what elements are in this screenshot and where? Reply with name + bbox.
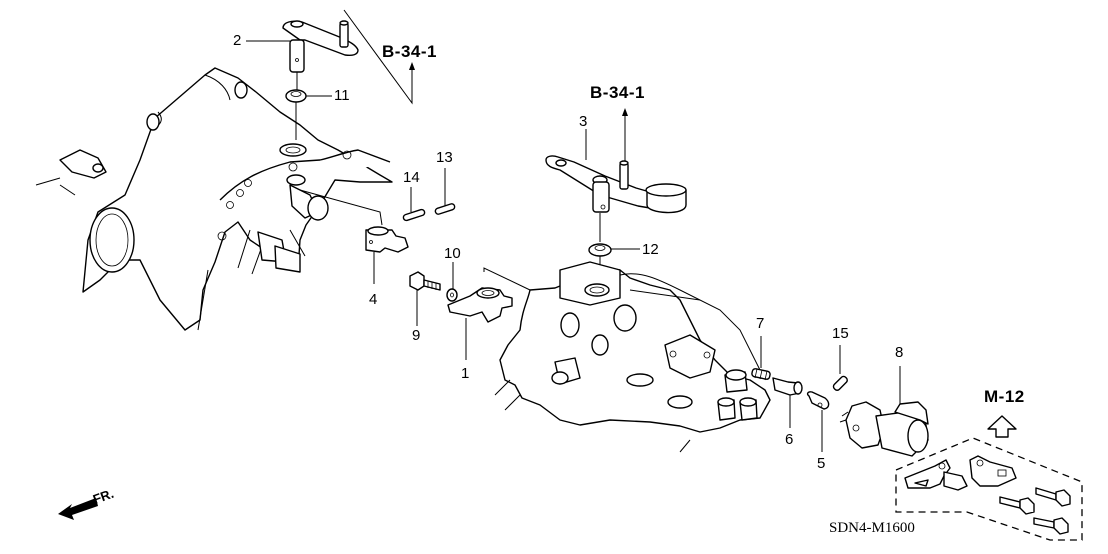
callout-10: 10 xyxy=(444,245,461,262)
diagram-code: SDN4-M1600 xyxy=(829,520,915,536)
part-12-oil-seal[interactable] xyxy=(588,243,612,257)
reference-label-b34-mid[interactable]: B-34-1 xyxy=(590,83,645,102)
reference-label-b34-top[interactable]: B-34-1 xyxy=(382,42,437,61)
callout-11: 11 xyxy=(334,87,350,104)
bracket-kit-box xyxy=(895,437,1083,541)
part-14-spring-pin[interactable] xyxy=(402,208,426,222)
callout-8: 8 xyxy=(895,344,904,361)
part-6-plunger[interactable] xyxy=(772,377,803,396)
part-9-bolt[interactable] xyxy=(409,271,441,291)
callout-14: 14 xyxy=(403,169,420,186)
transmission-case-housing xyxy=(35,67,393,331)
part-1-shift-lever-bracket[interactable] xyxy=(447,287,513,323)
callout-2: 2 xyxy=(233,32,242,49)
part-7-spring[interactable] xyxy=(751,368,771,381)
part-10-washer[interactable] xyxy=(446,288,458,302)
leader-line xyxy=(483,267,531,291)
part-3-select-lever-arm[interactable] xyxy=(545,155,687,214)
callout-9: 9 xyxy=(412,327,421,344)
part-2-shift-arm-lever[interactable] xyxy=(282,20,359,73)
callout-5: 5 xyxy=(817,455,826,472)
arrow-up-icon xyxy=(622,108,628,116)
callout-3: 3 xyxy=(579,113,588,130)
callout-4: 4 xyxy=(369,291,378,308)
callout-15: 15 xyxy=(832,325,849,342)
callout-7: 7 xyxy=(756,315,765,332)
part-13-spring-pin[interactable] xyxy=(434,203,456,215)
reference-leader-b34-top xyxy=(343,9,413,105)
part-15-pin[interactable] xyxy=(832,375,848,391)
part-5-plate[interactable] xyxy=(806,391,830,410)
reference-arrow-up-icon xyxy=(987,415,1017,438)
callout-12: 12 xyxy=(642,241,659,258)
reference-label-m12[interactable]: M-12 xyxy=(984,387,1025,406)
callout-1: 1 xyxy=(461,365,470,382)
bracket-kit-parts[interactable] xyxy=(904,455,1071,535)
arrow-up-icon xyxy=(409,62,415,70)
part-4-shift-arm-holder[interactable] xyxy=(365,226,409,253)
transmission-body xyxy=(494,261,771,453)
part-8-solenoid[interactable] xyxy=(839,401,929,457)
callout-6: 6 xyxy=(785,431,794,448)
part-11-oil-seal[interactable] xyxy=(285,89,307,103)
front-direction-arrow-icon xyxy=(58,498,98,520)
callout-13: 13 xyxy=(436,149,453,166)
